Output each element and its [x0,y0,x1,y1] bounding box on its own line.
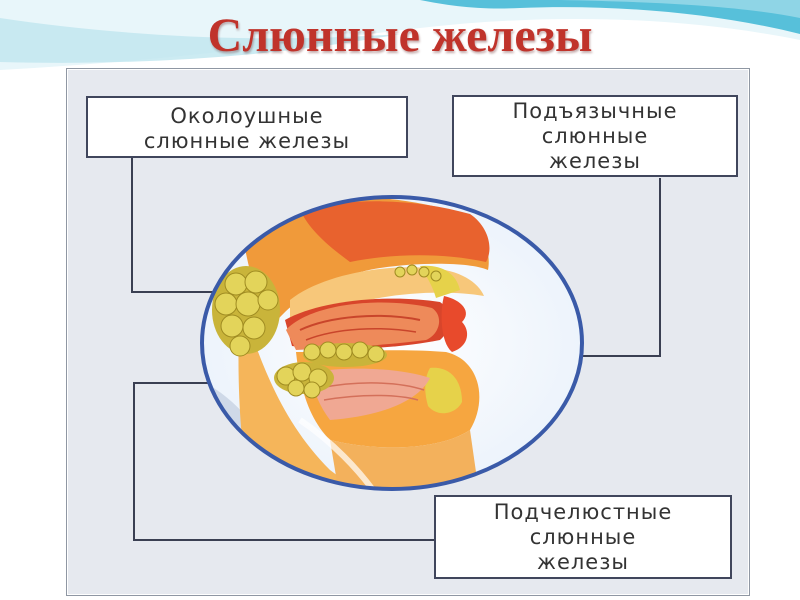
throat-tissue [238,300,370,489]
label-submandibular-line-1: Подчелюстные [493,500,673,524]
lower-teeth [425,367,462,414]
nasal-gland-cluster [394,264,442,282]
head-cross-section [202,197,490,489]
parotid-gland [212,266,280,357]
tongue [286,302,440,350]
upper-teeth [420,265,460,298]
label-parotid-line-2: слюнные железы [143,129,351,153]
lips [441,296,468,352]
label-sublingual-line-3: железы [549,149,641,173]
label-parotid-glands: Околоушные слюнные железы [86,96,408,158]
submandibular-gland [274,362,334,399]
slide-title: Слюнные железы [207,9,593,62]
leader-line-parotid [131,158,240,293]
circle-frame [200,195,584,491]
label-submandibular-glands: Подчелюстные слюнные железы [434,495,732,579]
sublingual-gland [303,341,387,367]
label-sublingual-line-1: Подъязычные [512,99,678,123]
label-sublingual-line-2: слюнные [541,124,649,148]
label-submandibular-line-3: железы [537,550,629,574]
label-sublingual-glands: Подъязычные слюнные железы [452,95,738,177]
label-parotid-line-1: Околоушные [170,104,324,128]
header-wave-background [0,0,800,70]
nasal-area [300,201,490,262]
floor-muscles [312,368,430,420]
label-submandibular-line-2: слюнные [529,525,637,549]
